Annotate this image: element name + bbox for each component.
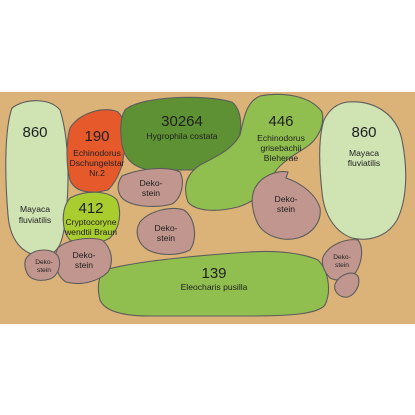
stone-far-right-small[interactable]: [334, 272, 360, 298]
plant-number-mayaca-right: 860: [351, 124, 376, 141]
stone-label-left-1: Deko-: [73, 250, 96, 260]
plant-name-mayaca-left-2: fluviatilis: [19, 215, 51, 225]
plant-number-cryptocoryne-wendtii: 412: [78, 200, 103, 217]
stone-left[interactable]: [54, 237, 112, 285]
plant-name-cryptocoryne-wendtii-2: wendtii Braun: [64, 227, 117, 237]
stone-center[interactable]: [136, 207, 196, 256]
plant-number-echinodorus-grisebachii: 446: [268, 113, 293, 130]
plant-number-mayaca-left: 860: [22, 124, 47, 141]
plant-zone-eleocharis-pusilla[interactable]: [97, 250, 330, 317]
stone-label-far-right-2: stein: [335, 262, 349, 269]
plant-name-mayaca-right-1: Mayaca: [349, 148, 379, 158]
stone-far-right[interactable]: [321, 239, 363, 281]
stone-label-center-1: Deko-: [155, 223, 178, 233]
stone-label-center-2: stein: [157, 233, 175, 243]
plant-name-mayaca-right-2: fluviatilis: [348, 158, 380, 168]
plant-zone-echinodorus-grisebachii[interactable]: [185, 93, 324, 211]
plant-number-eleocharis-pusilla: 139: [201, 265, 226, 282]
plant-name-echinodorus-dschungelstar-2: Dschungelstar: [70, 158, 125, 168]
stone-far-left[interactable]: [24, 249, 61, 281]
plant-name-echinodorus-grisebachii-3: Bleherae: [264, 153, 299, 163]
plant-name-mayaca-left-1: Mayaca: [20, 204, 50, 214]
stone-label-right-2: stein: [277, 204, 295, 214]
plant-name-cryptocoryne-wendtii-1: Cryptocoryne: [65, 217, 116, 227]
plant-zone-cryptocoryne-wendtii[interactable]: [62, 191, 121, 245]
plant-zone-mayaca-right[interactable]: [319, 101, 407, 240]
stone-center-top[interactable]: [117, 167, 183, 207]
plant-number-echinodorus-dschungelstar: 190: [84, 128, 109, 145]
plant-zone-echinodorus-dschungelstar[interactable]: [66, 109, 126, 193]
plant-name-hygrophila-costata: Hygrophila costata: [146, 131, 217, 141]
stone-label-far-right-1: Deko-: [333, 254, 351, 261]
plant-name-echinodorus-grisebachii-2: grisebachii: [260, 143, 301, 153]
stone-label-far-left-1: Deko-: [35, 259, 53, 266]
stone-label-center-top-1: Deko-: [140, 178, 163, 188]
plant-name-echinodorus-dschungelstar-1: Echinodorus: [73, 148, 121, 158]
plant-name-eleocharis-pusilla: Eleocharis pusilla: [181, 282, 248, 292]
stone-label-left-2: stein: [75, 260, 93, 270]
plant-name-echinodorus-dschungelstar-3: Nr.2: [89, 168, 105, 178]
plant-number-hygrophila-costata: 30264: [161, 113, 203, 130]
stone-right[interactable]: [251, 171, 321, 240]
stone-label-right-1: Deko-: [275, 194, 298, 204]
stone-label-far-left-2: stein: [37, 267, 51, 274]
plant-name-echinodorus-grisebachii-1: Echinodorus: [257, 133, 305, 143]
stone-label-center-top-2: stein: [142, 188, 160, 198]
